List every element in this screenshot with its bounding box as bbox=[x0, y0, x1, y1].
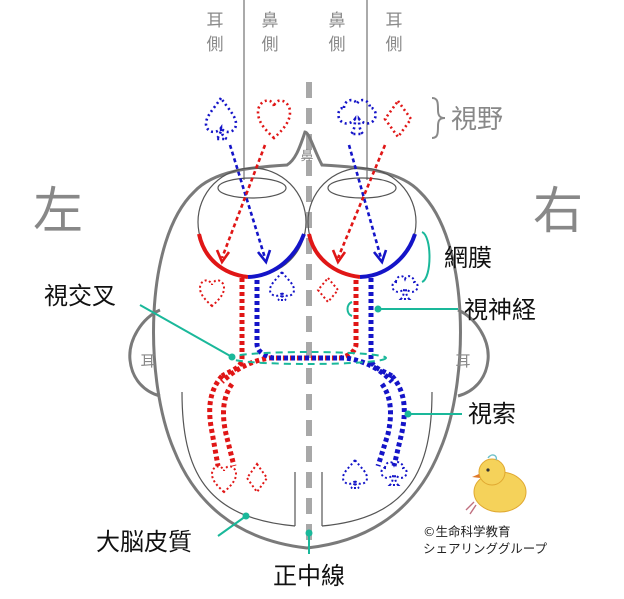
cortex-left bbox=[181, 391, 296, 527]
arrowhead-right-red bbox=[331, 249, 347, 265]
club-icon bbox=[337, 98, 377, 136]
chick-icon bbox=[465, 454, 527, 515]
right-eye-blue-nerve bbox=[368, 278, 394, 379]
label-left-nose-2: 側 bbox=[262, 35, 279, 55]
right-ear bbox=[457, 308, 490, 398]
nose-label: 鼻 bbox=[300, 148, 313, 164]
light-rays bbox=[220, 144, 387, 259]
cerebral-cortex-label: 大脳皮質 bbox=[96, 528, 192, 556]
visual-field-label: 視野 bbox=[451, 105, 503, 135]
right-retina-red bbox=[307, 233, 361, 279]
ray-spade-left-eye bbox=[228, 144, 267, 259]
right-tract-blue-2 bbox=[375, 382, 393, 467]
cortex-leader bbox=[217, 515, 247, 537]
retina-label: 網膜 bbox=[444, 244, 492, 272]
cortex-right bbox=[321, 391, 433, 527]
right-retina-blue bbox=[359, 233, 417, 279]
chiasm-dot bbox=[228, 353, 236, 361]
credit-line-1: ©生命科学教育 bbox=[423, 524, 511, 539]
credit-line-2: シェアリンググループ bbox=[423, 541, 548, 556]
label-left-ear-2: 側 bbox=[207, 35, 224, 55]
arrowhead-left-blue bbox=[256, 249, 272, 265]
optic-tract-label: 視索 bbox=[468, 400, 516, 428]
right-ear-label: 耳 bbox=[455, 352, 470, 370]
label-left-nose-1: 鼻 bbox=[262, 11, 279, 31]
spade-icon bbox=[204, 95, 238, 141]
diamond-icon bbox=[245, 462, 269, 494]
club-icon bbox=[391, 275, 419, 300]
callout-labels: 網膜 視交叉 視神経 視索 大脳皮質 正中線 bbox=[44, 244, 536, 590]
retinas bbox=[197, 233, 417, 279]
ray-club-right-eye bbox=[347, 144, 383, 259]
right-label: 右 bbox=[533, 182, 583, 240]
ray-heart-left-eye bbox=[220, 144, 267, 259]
right-tract-blue-1 bbox=[390, 374, 407, 467]
ray-arrowheads bbox=[215, 249, 388, 265]
cortex-images bbox=[210, 458, 408, 494]
left-label: 左 bbox=[33, 182, 83, 240]
optic-nerve-label: 視神経 bbox=[464, 296, 536, 324]
left-retina-red bbox=[197, 233, 249, 279]
optic-tract-dot bbox=[404, 410, 412, 418]
left-tract-red-1 bbox=[207, 374, 224, 467]
heart-icon bbox=[256, 99, 292, 140]
arrowhead-left-red bbox=[215, 249, 231, 265]
optic-tracts bbox=[207, 374, 407, 467]
cortex-dot bbox=[242, 512, 250, 520]
left-eye-blue-nerve bbox=[254, 280, 394, 384]
callout-leaders bbox=[139, 231, 462, 537]
label-right-nose-1: 鼻 bbox=[329, 11, 346, 31]
optic-chiasm-label: 視交叉 bbox=[44, 282, 116, 310]
spade-icon bbox=[341, 458, 369, 489]
right-eye-red-nerve bbox=[220, 280, 359, 384]
optic-pathways bbox=[220, 278, 394, 384]
label-right-ear-1: 耳 bbox=[386, 11, 403, 31]
arrowhead-right-blue bbox=[372, 249, 388, 265]
left-ear bbox=[128, 308, 161, 398]
top-labels: 耳 側 鼻 側 鼻 側 耳 側 bbox=[207, 11, 403, 55]
visual-field-symbols bbox=[204, 95, 413, 141]
left-retina-blue bbox=[247, 233, 306, 279]
optic-nerve-marker bbox=[346, 301, 353, 317]
label-right-ear-2: 側 bbox=[386, 35, 403, 55]
label-right-nose-2: 側 bbox=[329, 35, 346, 55]
label-left-ear-1: 耳 bbox=[207, 11, 224, 31]
heart-icon bbox=[198, 279, 226, 308]
visual-field-brace bbox=[431, 97, 446, 139]
heart-icon bbox=[210, 465, 238, 494]
chiasm-leader bbox=[139, 304, 233, 358]
retina-images bbox=[198, 270, 419, 308]
ray-diamond-right-eye bbox=[336, 144, 387, 259]
diamond-icon bbox=[316, 276, 340, 304]
optic-nerve-dot bbox=[374, 305, 382, 313]
retina-bracket bbox=[421, 231, 431, 283]
left-ear-label: 耳 bbox=[140, 352, 155, 370]
callout-dots bbox=[228, 305, 412, 537]
spade-icon bbox=[268, 270, 296, 301]
left-tract-red-2 bbox=[221, 382, 237, 467]
midline-label: 正中線 bbox=[273, 562, 345, 590]
diamond-icon bbox=[383, 98, 413, 140]
head-outline bbox=[152, 130, 462, 550]
